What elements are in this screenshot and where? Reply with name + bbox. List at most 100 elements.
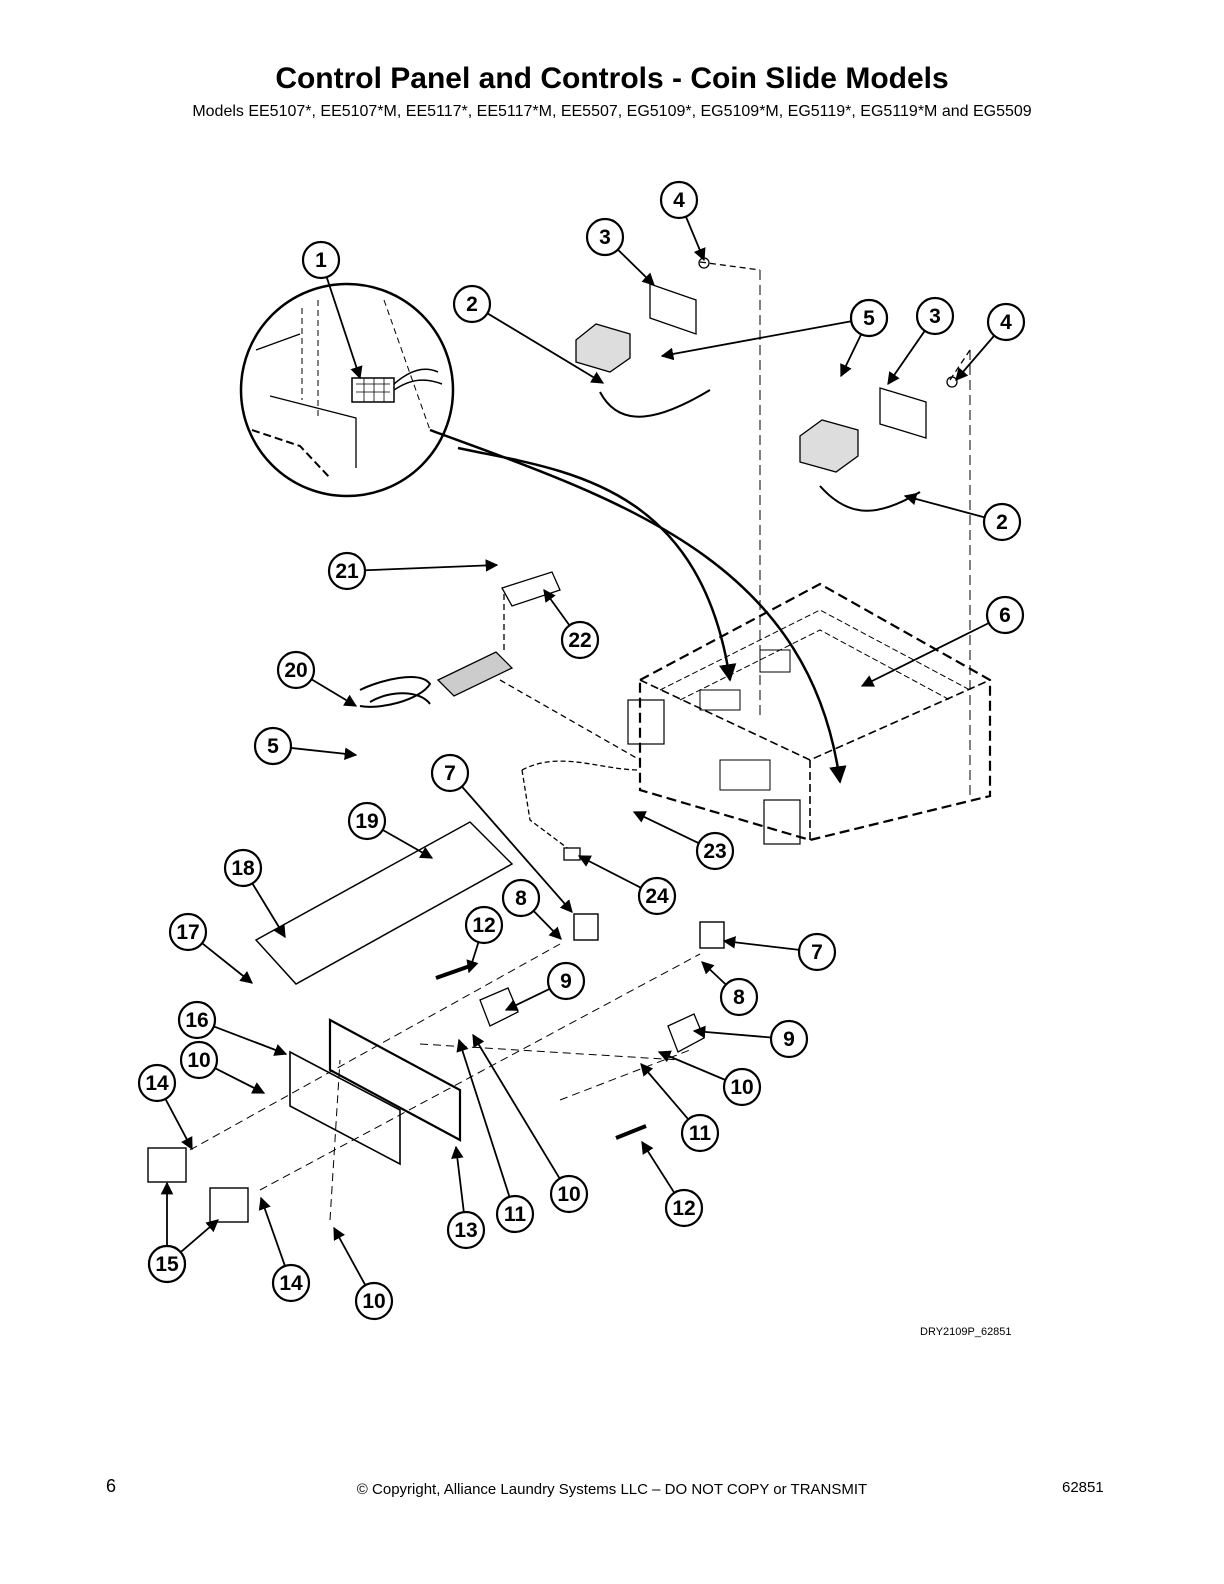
callout-leader-8 [701, 961, 727, 986]
callout-leader-21 [364, 559, 499, 572]
callout-label-2: 2 [996, 511, 1008, 534]
callout-bubble-8 [719, 977, 759, 1017]
callout-leader-1 [325, 276, 363, 380]
callout-label-13: 13 [454, 1219, 477, 1242]
callout-label-24: 24 [645, 885, 669, 908]
callout-bubble-22 [560, 620, 600, 660]
callout-leader-10 [657, 1050, 726, 1081]
callout-bubble-3 [915, 296, 955, 336]
callout-label-9: 9 [560, 970, 572, 993]
callout-label-10: 10 [730, 1076, 753, 1099]
callout-label-14: 14 [145, 1072, 169, 1095]
callout-leader-6 [860, 622, 990, 687]
page-number: 6 [106, 1476, 117, 1496]
callout-bubble-10 [354, 1281, 394, 1321]
callout-leader-3 [617, 248, 655, 286]
document-number: 62851 [1062, 1479, 1104, 1496]
models-subtitle: Models EE5107*, EE5107*M, EE5117*, EE511… [192, 103, 1032, 120]
callout-label-9: 9 [783, 1028, 795, 1051]
callout-label-16: 16 [185, 1009, 208, 1032]
callout-label-23: 23 [703, 840, 726, 863]
drawing-id: DRY2109P_62851 [920, 1326, 1012, 1338]
callout-leader-12 [641, 1140, 676, 1194]
callout-label-4: 4 [1000, 311, 1012, 334]
callout-leader-9 [504, 988, 551, 1011]
callout-bubble-8 [501, 878, 541, 918]
callout-label-14: 14 [279, 1272, 303, 1295]
callout-bubble-12 [664, 1188, 704, 1228]
callout-leader-17 [201, 942, 253, 984]
callout-bubble-15 [147, 1244, 187, 1284]
callout-leader-5 [840, 333, 862, 378]
callout-bubble-20 [276, 650, 316, 690]
callout-label-21: 21 [335, 560, 359, 583]
callout-label-7: 7 [444, 762, 456, 785]
callout-bubble-7 [430, 753, 470, 793]
callout-leader-11 [456, 1038, 511, 1198]
callout-bubble-9 [769, 1019, 809, 1059]
callout-leader-14 [258, 1196, 286, 1267]
callout-bubble-2 [452, 284, 492, 324]
callout-label-6: 6 [999, 604, 1011, 627]
callout-label-1: 1 [315, 249, 327, 272]
callout-bubble-21 [327, 551, 367, 591]
callout-label-15: 15 [155, 1253, 179, 1276]
callout-leader-5 [290, 747, 358, 761]
detail-circle [239, 282, 847, 784]
callout-label-2: 2 [466, 293, 478, 316]
callout-leader-22 [543, 588, 571, 626]
callout-leader-18 [251, 882, 286, 939]
callout-leader-11 [640, 1063, 689, 1120]
callout-label-8: 8 [733, 986, 745, 1009]
callout-bubble-24 [637, 876, 677, 916]
callout-leader-24 [577, 855, 642, 889]
callout-label-4: 4 [673, 189, 685, 212]
callout-leader-14 [164, 1098, 193, 1151]
callout-bubble-3 [585, 217, 625, 257]
callout-leader-4 [955, 335, 995, 381]
callout-bubble-18 [223, 848, 263, 888]
callout-label-7: 7 [811, 941, 823, 964]
callout-label-19: 19 [355, 810, 378, 833]
callout-label-3: 3 [599, 226, 611, 249]
callout-label-3: 3 [929, 305, 941, 328]
callout-bubble-10 [549, 1174, 589, 1214]
callout-leader-19 [382, 829, 434, 859]
callout-bubble-14 [137, 1063, 177, 1103]
callout-bubble-17 [168, 912, 208, 952]
callout-leader-2 [486, 312, 605, 384]
callout-label-5: 5 [863, 307, 875, 330]
callout-label-11: 11 [689, 1122, 712, 1145]
coin-slide-parts [359, 571, 641, 861]
page-title: Control Panel and Controls - Coin Slide … [275, 62, 949, 95]
callout-bubble-11 [495, 1194, 535, 1234]
callout-label-18: 18 [231, 857, 255, 880]
callout-group: 1234553426212220571923241881217798169101… [137, 180, 1026, 1321]
callout-bubble-11 [680, 1113, 720, 1153]
callout-bubble-7 [797, 932, 837, 972]
callout-leader-3 [887, 330, 926, 386]
callout-bubble-9 [546, 961, 586, 1001]
callout-leader-15 [180, 1219, 219, 1253]
callout-leader-16 [213, 1025, 288, 1056]
callout-bubble-19 [347, 801, 387, 841]
callout-leader-10 [472, 1033, 561, 1180]
callout-leader-13 [451, 1145, 465, 1213]
callout-bubble-16 [177, 1000, 217, 1040]
callout-leader-4 [685, 216, 706, 262]
callout-leader-12 [466, 941, 480, 974]
callout-bubble-2 [982, 502, 1022, 542]
callout-bubble-13 [446, 1210, 486, 1250]
callout-bubble-10 [179, 1040, 219, 1080]
callout-leader-9 [692, 1025, 772, 1039]
callout-label-8: 8 [515, 887, 527, 910]
callout-label-10: 10 [362, 1290, 385, 1313]
callout-leader-20 [310, 678, 358, 707]
copyright-notice: © Copyright, Alliance Laundry Systems LL… [356, 1481, 868, 1498]
callout-bubble-6 [985, 595, 1025, 635]
callout-leader-5 [660, 320, 852, 361]
callout-label-12: 12 [472, 914, 495, 937]
callout-label-11: 11 [504, 1203, 527, 1226]
timer-assemblies [575, 257, 971, 512]
